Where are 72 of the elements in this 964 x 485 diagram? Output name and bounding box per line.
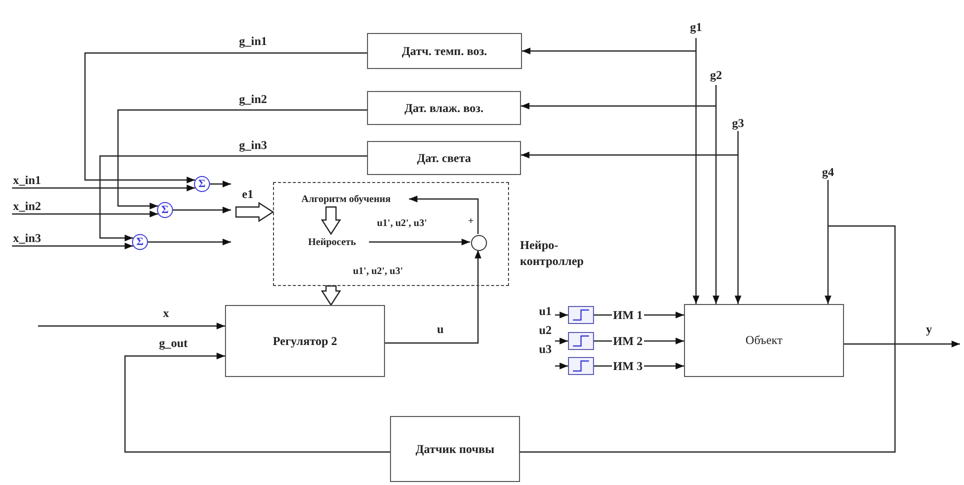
edge-label: e1 (241, 187, 254, 201)
arrow (712, 85, 720, 304)
summing-junction (132, 234, 148, 250)
arrow (555, 312, 568, 318)
block-arrow (320, 285, 342, 306)
summing-junction (157, 202, 173, 218)
arrow (555, 338, 568, 344)
box-label: Регулятор 2 (272, 334, 338, 348)
sigma-symbol: Σ (198, 178, 206, 190)
arrow (692, 38, 700, 304)
arrow (844, 340, 960, 348)
comparator-circle (471, 235, 487, 251)
sigma-symbol: Σ (136, 236, 144, 248)
edge-label: g4 (821, 165, 835, 179)
box-label: Объект (746, 333, 782, 348)
process-box (367, 141, 521, 175)
arrow (117, 109, 367, 210)
edge-label: ИМ 3 (612, 359, 644, 373)
arrow (12, 184, 196, 192)
arrow (521, 152, 738, 158)
edge-label: g_in1 (238, 34, 268, 48)
group-title: Нейро- контроллер (520, 237, 585, 269)
block-arrow (320, 206, 342, 236)
relay-block (568, 306, 594, 324)
arrow (84, 52, 367, 184)
edge-label: ИМ 2 (612, 334, 644, 348)
edge-label: g_in3 (238, 138, 268, 152)
arrow (210, 180, 231, 188)
arrow (521, 102, 716, 110)
sign-label: + (467, 215, 475, 229)
arrow (12, 210, 158, 218)
arrow (173, 206, 231, 214)
box-label: Датчик почвы (416, 442, 494, 456)
arrow (38, 322, 225, 330)
process-box (367, 91, 521, 125)
relay-block (568, 332, 594, 350)
arrow (824, 180, 832, 304)
process-box (367, 33, 522, 69)
edge-label: u1 (538, 304, 553, 318)
arrow (99, 155, 367, 242)
arrow (734, 131, 742, 304)
edge-label: u3 (538, 342, 553, 356)
arrow (369, 238, 470, 246)
summing-junction (194, 176, 210, 192)
arrow (409, 196, 479, 234)
edge-label: x_in3 (12, 231, 42, 245)
arrow (148, 238, 231, 246)
edge-label: g2 (709, 68, 723, 82)
edge-label: x_in1 (12, 173, 42, 187)
edge-label: x_in2 (12, 199, 42, 213)
process-box (390, 416, 520, 482)
edge-label: g_in2 (238, 92, 268, 106)
sigma-symbol: Σ (161, 204, 169, 216)
box-label: Дат. света (416, 150, 472, 166)
edge-label: g1 (689, 20, 703, 34)
connector-line (520, 344, 896, 453)
node-label: Нейросеть (294, 235, 370, 251)
box-label: Дат. влаж. воз. (404, 100, 484, 116)
box-label: Датч. темп. воз. (402, 44, 488, 58)
edge-label: g3 (731, 116, 745, 130)
edge-label: ИМ 1 (612, 308, 644, 322)
relay-block (568, 357, 594, 375)
block-arrow (235, 202, 274, 222)
arrow (555, 362, 568, 370)
node-label: Алгоритм обучения (282, 192, 410, 208)
edge-label: u2 (538, 323, 553, 337)
process-box (684, 304, 844, 377)
arrow (385, 250, 482, 344)
arrow (522, 48, 696, 54)
arrow (124, 352, 390, 453)
process-box (225, 305, 385, 377)
arrow (12, 242, 134, 250)
